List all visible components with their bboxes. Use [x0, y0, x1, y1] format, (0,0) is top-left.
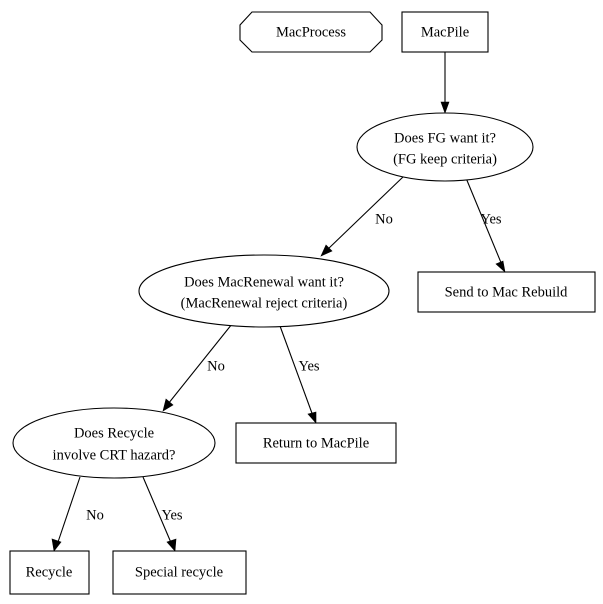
edge-label-yes-2: Yes: [298, 358, 319, 374]
node-special-recycle[interactable]: Special recycle: [112, 550, 247, 595]
node-crt-decision[interactable]: Does Recycle involve CRT hazard?: [12, 407, 216, 479]
edge-label-yes-1: Yes: [480, 211, 501, 227]
node-macrenewal-decision-label-line1: Does MacRenewal want it?: [184, 274, 344, 290]
node-macrenewal-decision[interactable]: Does MacRenewal want it? (MacRenewal rej…: [138, 254, 390, 328]
edge-macpile-to-fg-decision: [440, 52, 450, 114]
node-fg-decision-label-line1: Does FG want it?: [394, 130, 496, 146]
node-fg-decision[interactable]: Does FG want it? (FG keep criteria): [356, 112, 534, 182]
edge-fg-yes-to-mac-rebuild: Yes: [465, 177, 506, 273]
node-special-recycle-label: Special recycle: [135, 564, 223, 580]
node-macrenewal-decision-label-line2: (MacRenewal reject criteria): [181, 295, 348, 311]
node-macpile[interactable]: MacPile: [401, 11, 489, 53]
node-return-macpile-label: Return to MacPile: [263, 435, 369, 451]
edge-label-no-2: No: [207, 358, 225, 374]
node-recycle-label: Recycle: [26, 564, 73, 580]
node-crt-decision-label-line1: Does Recycle: [74, 425, 154, 441]
edge-label-no-3: No: [86, 507, 104, 523]
edge-label-yes-3: Yes: [161, 507, 182, 523]
node-mac-rebuild-label: Send to Mac Rebuild: [445, 284, 569, 300]
node-crt-decision-label-line2: involve CRT hazard?: [53, 447, 176, 463]
node-macprocess-label: MacProcess: [276, 24, 346, 40]
node-macpile-label: MacPile: [421, 24, 469, 40]
node-macprocess[interactable]: MacProcess: [239, 11, 383, 53]
node-recycle[interactable]: Recycle: [9, 550, 90, 595]
edge-crt-no-to-recycle: No: [51, 476, 104, 552]
edge-fg-no-to-macrenewal: No: [320, 175, 405, 257]
edge-label-no-1: No: [375, 211, 393, 227]
node-mac-rebuild[interactable]: Send to Mac Rebuild: [417, 271, 596, 313]
edge-macrenewal-no-to-crt: No: [162, 323, 233, 412]
node-return-macpile[interactable]: Return to MacPile: [235, 422, 397, 464]
edge-crt-yes-to-special-recycle: Yes: [142, 476, 183, 552]
node-fg-decision-label-line2: (FG keep criteria): [393, 151, 497, 167]
edge-macrenewal-yes-to-return: Yes: [279, 325, 320, 424]
